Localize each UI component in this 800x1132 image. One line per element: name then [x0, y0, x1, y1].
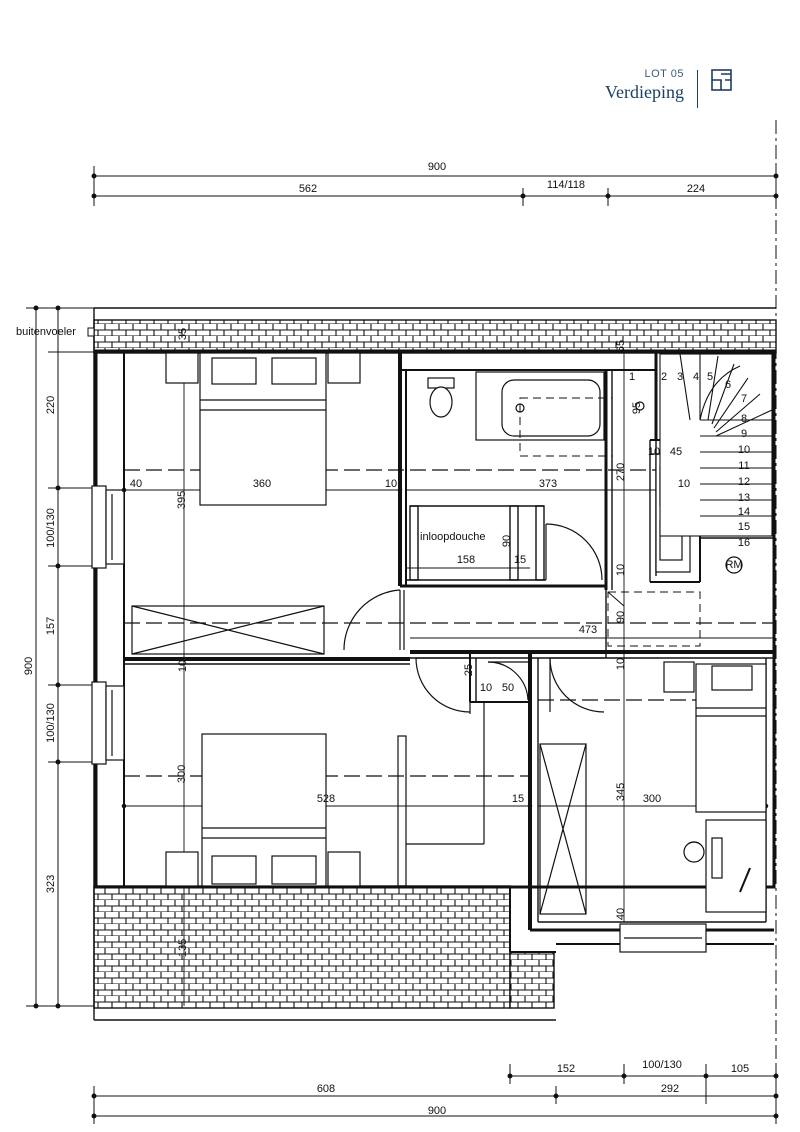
wardrobe-top [131, 605, 325, 655]
doors [343, 523, 605, 714]
double-bed-bottom [165, 733, 361, 887]
outdoor-sensor-label: buitenvoeler [16, 326, 76, 338]
stair-step: 15 [738, 521, 750, 533]
window-left-bottom [91, 681, 125, 765]
dim-473: 473 [579, 624, 597, 636]
rm-label: RM [725, 559, 742, 571]
dim-40b: 40 [615, 908, 627, 920]
dim-65: 65 [615, 340, 627, 352]
stair-step-numbers: 1 2 3 4 5 6 7 8 9 10 11 12 13 14 15 16 [629, 371, 750, 549]
dimension-left [26, 305, 96, 1009]
dim-95: 95 [631, 402, 643, 414]
stair-step: 11 [738, 460, 749, 472]
dim-345: 345 [615, 783, 627, 801]
staircase [659, 353, 773, 537]
stair-step: 6 [725, 379, 731, 391]
stair-step: 16 [738, 537, 750, 549]
dim-45: 45 [670, 446, 682, 458]
dim-90a: 90 [501, 535, 513, 547]
stair-step: 12 [738, 476, 750, 488]
dim-bottom-152: 152 [557, 1063, 575, 1075]
dim-10a: 10 [385, 478, 397, 490]
dim-left-220: 220 [45, 396, 57, 414]
dim-bottom-608: 608 [317, 1083, 335, 1095]
stair-step: 5 [707, 371, 713, 383]
dim-left-total: 900 [23, 657, 35, 675]
dim-360: 360 [253, 478, 271, 490]
dim-bottom-105: 105 [731, 1063, 749, 1075]
hall-storage-marker [607, 591, 701, 647]
dim-left-323: 323 [45, 875, 57, 893]
stair-step: 9 [741, 428, 747, 440]
window-bottom [619, 923, 707, 953]
shower-tray-marker [519, 397, 613, 457]
header-divider [697, 70, 698, 108]
dim-10c: 10 [648, 446, 660, 458]
lot-number: LOT 05 [644, 68, 684, 80]
stair-step: 13 [738, 492, 750, 504]
dim-15a: 15 [514, 554, 526, 566]
dim-bottom-window: 100/130 [642, 1059, 682, 1071]
toilet [427, 377, 455, 418]
dim-top-right: 224 [687, 183, 705, 195]
dim-left-window2: 100/130 [45, 703, 57, 743]
single-bed [663, 661, 767, 813]
dim-left-window1: 100/130 [45, 508, 57, 548]
dim-bottom-292: 292 [661, 1083, 679, 1095]
roof-tiles-top [93, 319, 777, 354]
dim-35: 35 [177, 328, 189, 340]
dim-528: 528 [317, 793, 335, 805]
dim-90b: 90 [615, 611, 627, 623]
dim-300a: 300 [176, 765, 188, 783]
dim-40a: 40 [130, 478, 142, 490]
stair-step: 1 [629, 371, 635, 383]
stair-step: 10 [738, 444, 750, 456]
dim-300b: 300 [643, 793, 661, 805]
dim-135: 135 [177, 939, 189, 957]
stair-step: 7 [741, 393, 747, 405]
stair-step: 8 [741, 413, 747, 425]
dim-10e: 10 [177, 660, 189, 672]
stair-step: 4 [693, 371, 699, 383]
dim-158: 158 [457, 554, 475, 566]
dim-25: 25 [463, 664, 475, 676]
dim-left-157: 157 [45, 617, 57, 635]
rm-symbol [725, 556, 743, 574]
walk-in-shower-label: inloopdouche [420, 531, 485, 543]
dim-270: 270 [615, 463, 627, 481]
dim-bottom-total: 900 [428, 1105, 446, 1117]
plan-header: LOT 05 Verdieping [605, 68, 684, 103]
dim-15b: 15 [512, 793, 524, 805]
window-left-top [91, 485, 125, 569]
dimension-bottom [91, 1064, 779, 1124]
floor-title: Verdieping [605, 82, 684, 102]
bathtub [475, 371, 645, 441]
dim-10b: 10 [678, 478, 690, 490]
floorplan-icon [711, 69, 732, 91]
dim-10g: 10 [615, 658, 627, 670]
stair-step: 3 [677, 371, 683, 383]
dim-top-total: 900 [428, 161, 446, 173]
double-bed-top [165, 352, 361, 506]
stair-step: 14 [738, 506, 750, 518]
stair-step: 2 [661, 371, 667, 383]
dim-top-mid: 114/118 [547, 179, 585, 191]
dim-395: 395 [176, 491, 188, 509]
roof-tiles-bottom [93, 885, 511, 1009]
wardrobe-right [539, 743, 587, 915]
outdoor-sensor-marker [87, 327, 95, 337]
dim-top-left: 562 [299, 183, 317, 195]
dim-50: 50 [502, 682, 514, 694]
desk [683, 819, 767, 913]
dim-10d: 10 [615, 564, 627, 576]
roof-tiles-bottom-right [509, 951, 555, 1009]
dim-373: 373 [539, 478, 557, 490]
dim-10f: 10 [480, 682, 492, 694]
